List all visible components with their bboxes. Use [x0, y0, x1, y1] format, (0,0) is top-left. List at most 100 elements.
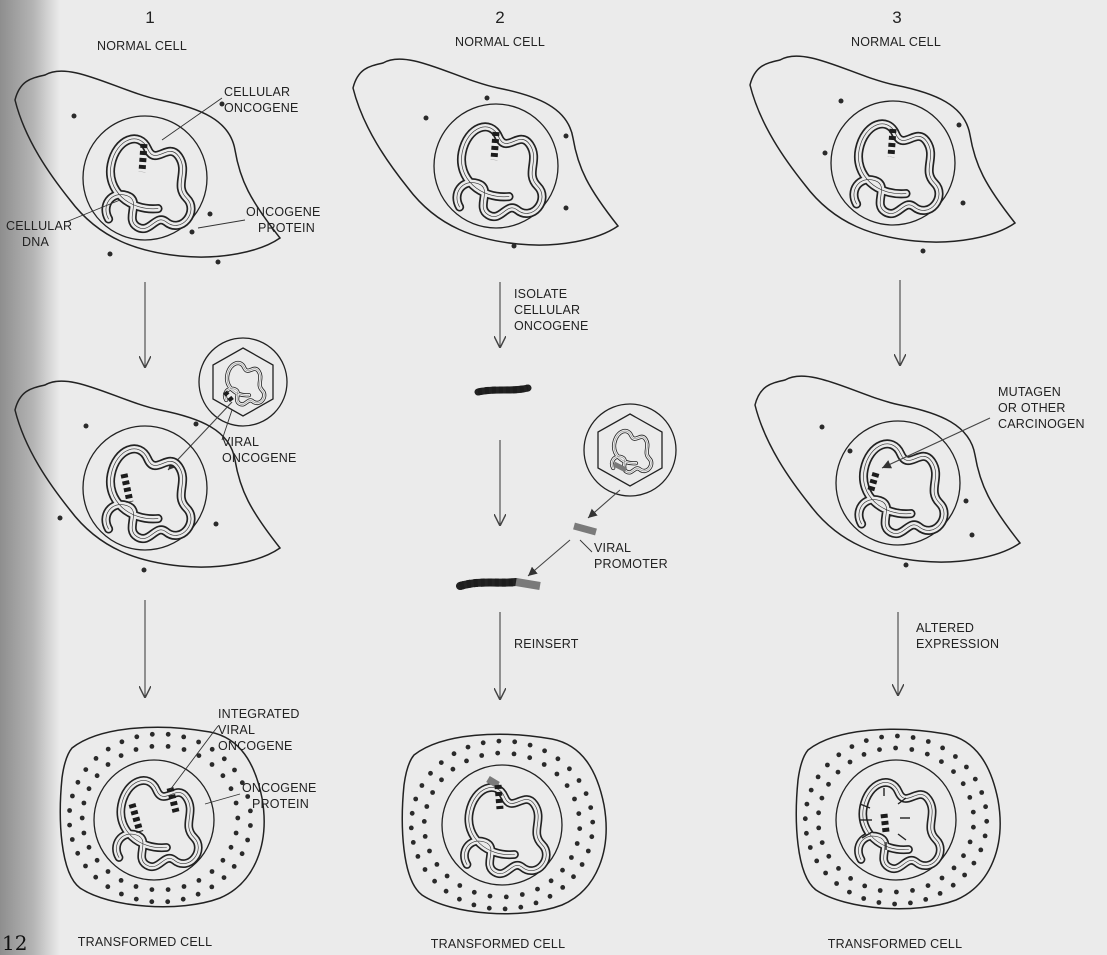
protein-dot	[150, 744, 155, 749]
protein-dot	[542, 748, 547, 753]
protein-dot	[862, 752, 867, 757]
protein-dot	[590, 820, 595, 825]
protein-dot	[893, 746, 898, 751]
protein-dot	[488, 894, 493, 899]
protein-dot	[983, 834, 988, 839]
protein-dot	[93, 875, 98, 880]
transformed-cell-label: TRANSFORMED CELL	[431, 937, 565, 951]
protein-dot	[94, 756, 99, 761]
protein-dot	[210, 747, 215, 752]
protein-dot	[472, 890, 477, 895]
column-3: 3 NORMAL CELL MUTAGENOR OTHERCARCINOGEN …	[750, 8, 1085, 951]
recombinant-oncogene	[460, 582, 540, 586]
protein-dot	[209, 885, 214, 890]
protein-dot	[555, 772, 560, 777]
protein-dot	[528, 743, 533, 748]
transformed-cell-label: TRANSFORMED CELL	[78, 935, 212, 949]
protein-dot	[87, 786, 92, 791]
protein-dot	[80, 816, 85, 821]
mutating-cell-3	[755, 376, 1020, 567]
protein-dot	[464, 759, 469, 764]
protein-dot	[150, 732, 155, 737]
normal-cell-label: NORMAL CELL	[851, 35, 941, 49]
protein-dot	[983, 804, 988, 809]
protein-dot	[181, 735, 186, 740]
column-2: 2 NORMAL CELL ISOLATECELLULARONCOGENE	[353, 8, 676, 951]
protein-dot	[984, 819, 989, 824]
protein-dot	[95, 858, 100, 863]
transformed-cell-3	[796, 729, 1000, 908]
protein-dot	[926, 883, 931, 888]
protein-dot	[444, 889, 449, 894]
protein-dot	[923, 897, 928, 902]
protein-dot	[892, 902, 897, 907]
protein-dot	[971, 810, 976, 815]
protein-dot	[560, 885, 565, 890]
protein-dot	[894, 890, 899, 895]
protein-dot	[961, 853, 966, 858]
protein-dot	[472, 903, 477, 908]
protein-dot	[70, 794, 75, 799]
protein-dot	[466, 745, 471, 750]
oncogene-protein-label-2: ONCOGENE	[242, 781, 317, 795]
protein-dot	[232, 768, 237, 773]
protein-dot	[823, 871, 828, 876]
protein-dot	[805, 802, 810, 807]
protein-dot	[106, 747, 111, 752]
protein-dot	[826, 782, 831, 787]
transformed-cell-label: TRANSFORMED CELL	[828, 937, 962, 951]
protein-dot	[423, 834, 428, 839]
protein-dot	[119, 753, 124, 758]
protein-dot	[816, 775, 821, 780]
protein-dot	[520, 892, 525, 897]
protein-dot	[416, 854, 421, 859]
protein-dot	[457, 883, 462, 888]
protein-dot	[850, 744, 855, 749]
protein-dot	[549, 878, 554, 883]
protein-dot	[149, 899, 154, 904]
protein-dot	[548, 894, 553, 899]
protein-dot	[427, 849, 432, 854]
protein-dot	[836, 866, 841, 871]
protein-dot	[134, 884, 139, 889]
protein-dot	[424, 804, 429, 809]
protein-dot	[452, 751, 457, 756]
protein-dot	[234, 831, 239, 836]
oncogene-protein-label: ONCOGENE	[246, 205, 321, 219]
protein-dot	[964, 765, 969, 770]
protein-dot	[221, 773, 226, 778]
protein-dot	[512, 752, 517, 757]
protein-dot	[968, 840, 973, 845]
protein-dot	[504, 895, 509, 900]
protein-dot	[926, 739, 931, 744]
protein-dot	[487, 906, 492, 911]
protein-dot	[495, 751, 500, 756]
protein-dot	[804, 831, 809, 836]
virus-2	[584, 404, 676, 496]
protein-dot	[248, 823, 253, 828]
protein-dot	[809, 788, 814, 793]
protein-dot	[979, 790, 984, 795]
protein-dot	[235, 816, 240, 821]
mutagen-label: MUTAGEN	[998, 385, 1061, 399]
protein-dot	[826, 854, 831, 859]
integrated-viral-oncogene-label: INTEGRATED	[218, 707, 300, 721]
protein-dot	[439, 777, 444, 782]
protein-dot	[952, 866, 957, 871]
protein-dot	[940, 876, 945, 881]
normal-cell-label: NORMAL CELL	[97, 39, 187, 53]
protein-dot	[569, 855, 574, 860]
protein-dot	[245, 838, 250, 843]
protein-dot	[229, 845, 234, 850]
cellular-oncogene-label: CELLULAR	[224, 85, 290, 99]
protein-dot	[967, 795, 972, 800]
protein-dot	[978, 848, 983, 853]
protein-dot	[534, 901, 539, 906]
protein-dot	[413, 797, 418, 802]
protein-dot	[911, 735, 916, 740]
protein-dot	[951, 883, 956, 888]
protein-dot	[210, 762, 215, 767]
